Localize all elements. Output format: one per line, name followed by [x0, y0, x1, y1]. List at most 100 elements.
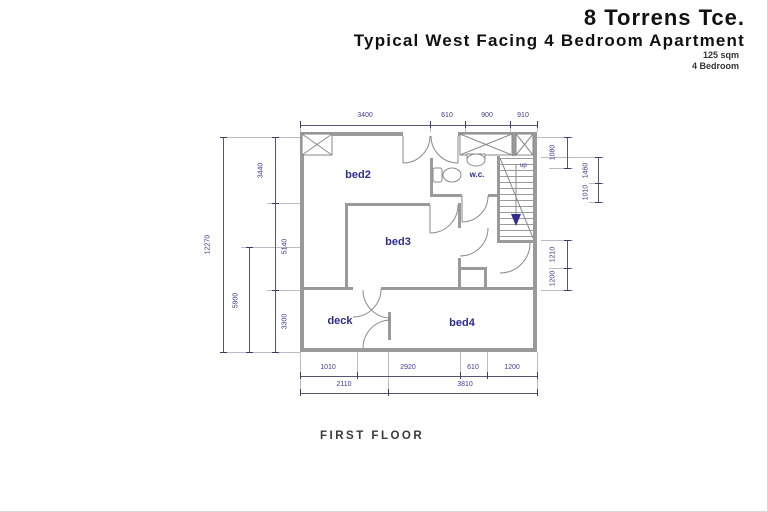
door-arc	[352, 288, 382, 318]
extension-line	[541, 290, 573, 291]
window-icon	[515, 133, 534, 156]
window-icon	[459, 133, 513, 156]
wall	[458, 203, 461, 228]
sink-icon	[466, 153, 486, 159]
door-arc	[429, 204, 459, 234]
dimension-label: 12270	[204, 234, 212, 255]
dimension-label: 1080	[549, 144, 557, 161]
extension-line	[223, 352, 300, 353]
dimension-tick	[537, 372, 538, 379]
dimension-label: 1010	[320, 364, 336, 371]
dimension-tick	[465, 121, 466, 128]
wall	[488, 194, 500, 197]
dimension-label: 610	[467, 364, 479, 371]
floor-caption: FIRST FLOOR	[320, 430, 425, 442]
extension-line	[357, 352, 358, 376]
dimension-label: 910	[517, 112, 529, 119]
dimension-label: 3810	[457, 381, 473, 388]
sink-icon	[466, 153, 486, 167]
dimension-line	[275, 137, 276, 352]
extension-line	[549, 168, 573, 169]
window-icon	[459, 133, 513, 156]
wall	[512, 136, 516, 156]
dimension-tick	[510, 121, 511, 128]
wall	[300, 132, 304, 352]
title-block: 8 Torrens Tce. Typical West Facing 4 Bed…	[205, 5, 745, 72]
extension-line	[541, 157, 604, 158]
dimension-tick	[357, 372, 358, 379]
window-icon	[515, 133, 534, 156]
wall	[300, 348, 537, 352]
extension-line	[549, 268, 573, 269]
dimension-label: 5900	[232, 292, 240, 309]
dimension-tick	[595, 183, 602, 184]
dimension-tick	[272, 203, 279, 204]
dimension-tick	[220, 137, 227, 138]
wall	[460, 267, 486, 270]
dimension-line	[300, 376, 537, 377]
page-title: 8 Torrens Tce.	[583, 5, 745, 30]
dimension-label: 5140	[281, 238, 289, 255]
dimension-line	[598, 157, 599, 202]
dimension-tick	[460, 372, 461, 379]
dimension-tick	[300, 389, 301, 396]
wall	[497, 240, 537, 243]
wall	[388, 312, 391, 340]
dimension-label: 3400	[357, 112, 373, 119]
room-label-bed3: bed3	[385, 236, 411, 248]
door-arc	[459, 227, 489, 257]
dimension-tick	[272, 137, 279, 138]
dimension-tick	[388, 389, 389, 396]
extension-line	[267, 203, 300, 204]
dimension-label: 610	[441, 112, 453, 119]
wall	[300, 132, 403, 136]
dimension-tick	[220, 352, 227, 353]
door-arc	[402, 135, 431, 164]
door-arc	[461, 195, 489, 223]
extension-line	[487, 352, 488, 376]
wall	[345, 203, 430, 206]
extension-line	[460, 352, 461, 376]
dimension-tick	[595, 202, 602, 203]
dimension-tick	[246, 352, 253, 353]
dimension-line	[300, 393, 537, 394]
dimension-label: 2110	[336, 381, 352, 388]
dimension-tick	[300, 372, 301, 379]
wall	[430, 194, 462, 197]
stairs	[500, 158, 533, 240]
dimension-label: 1010	[582, 184, 590, 201]
toilet-cistern-icon	[432, 167, 443, 183]
room-label-bed2: bed2	[345, 169, 371, 181]
dimension-tick	[537, 121, 538, 128]
area-text: 125 sqm	[702, 50, 739, 60]
window-icon	[459, 133, 513, 156]
bedroom-count-text: 4 Bedroom	[691, 61, 739, 71]
dimension-label: 3300	[281, 313, 289, 330]
extension-line	[537, 137, 573, 138]
dimension-label: 900	[481, 112, 493, 119]
dimension-line	[300, 125, 537, 126]
wall	[345, 203, 348, 290]
wall	[430, 158, 433, 197]
window-icon	[301, 133, 333, 156]
wall	[458, 132, 537, 136]
dimension-tick	[595, 157, 602, 158]
room-label-bed4: bed4	[449, 317, 475, 329]
dimension-tick	[564, 137, 571, 138]
dimension-tick	[564, 268, 571, 269]
dimension-tick	[537, 389, 538, 396]
door-arc	[499, 242, 531, 274]
window-icon	[515, 133, 534, 156]
wall	[381, 287, 537, 290]
dimension-line	[249, 247, 250, 352]
dimension-label: 2920	[400, 364, 416, 371]
dimension-tick	[564, 168, 571, 169]
dimension-line	[223, 137, 224, 352]
door-arc	[430, 135, 459, 164]
wall	[300, 287, 353, 290]
dimension-label: 3440	[257, 162, 265, 179]
extension-line	[267, 290, 300, 291]
dimension-tick	[300, 121, 301, 128]
window-icon	[301, 133, 333, 156]
